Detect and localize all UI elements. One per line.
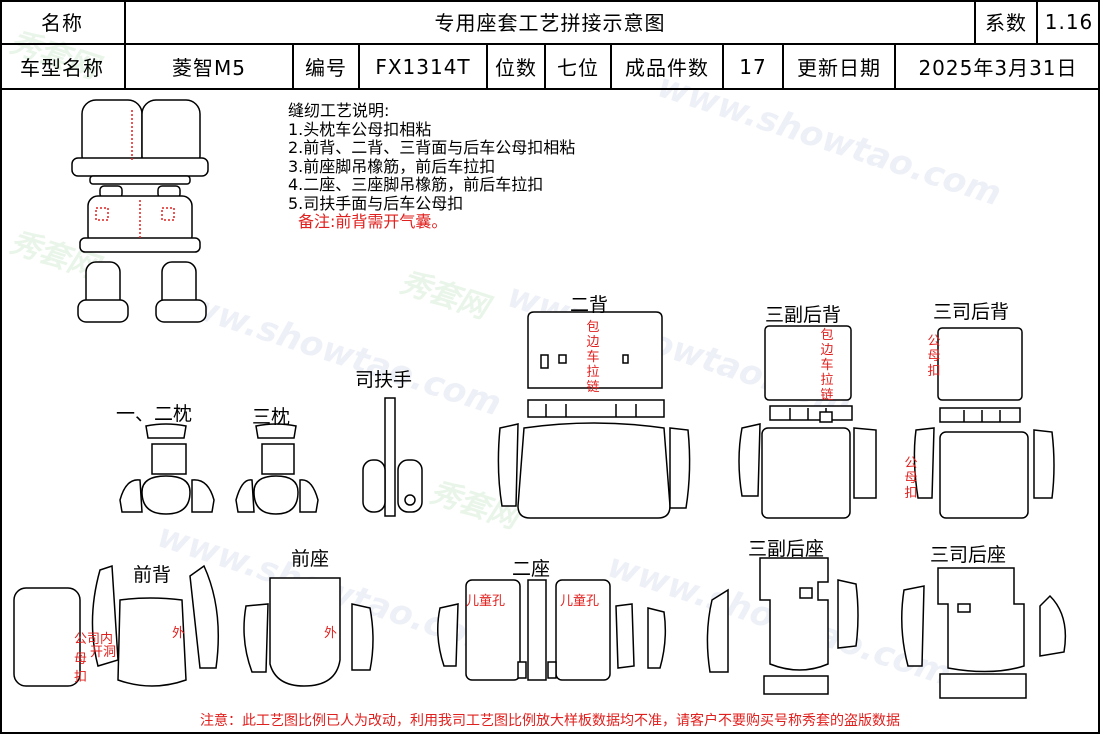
header-name-value: 专用座套工艺拼接示意图 <box>126 0 976 45</box>
label-headrest12: 一、二枕 <box>116 403 193 425</box>
header-factor-label: 系数 <box>976 0 1038 45</box>
header-factor-value: 1.16 <box>1038 0 1100 45</box>
annotation-outer: 外 <box>172 626 186 641</box>
label-back3-passenger: 三副后背 <box>765 304 842 326</box>
notes-item: 4.二座、三座脚吊橡筋，前后车拉扣 <box>288 175 544 194</box>
pattern-seat2 <box>437 579 667 681</box>
notes-item: 5.司扶手面与后车公母扣 <box>288 193 464 213</box>
header-table: 名称 专用座套工艺拼接示意图 系数 1.16 车型名称 菱智M5 编号 FX13… <box>0 0 1100 90</box>
header-code-value: FX1314T <box>360 45 488 90</box>
annotation-outer: 外 <box>324 626 338 641</box>
label-back2: 二背 <box>570 294 609 316</box>
header-date-label: 更新日期 <box>784 45 896 90</box>
header-seats-label: 位数 <box>488 45 546 90</box>
pattern-back3-passenger <box>738 325 877 519</box>
pattern-back3-driver <box>913 327 1055 519</box>
annotation-child-hole: 儿童孔 <box>466 594 506 609</box>
header-date-value: 2025年3月31日 <box>896 45 1100 90</box>
annotation-child-hole: 儿童孔 <box>560 594 600 609</box>
annotation-snap: 公母扣 <box>904 456 918 501</box>
label-seat3-passenger: 三副后座 <box>748 538 825 560</box>
pattern-headrest3 <box>235 423 319 515</box>
pattern-seat3-driver <box>901 567 1067 699</box>
process-notes: 缝纫工艺说明: 1.头枕车公母扣相粘 2.前背、二背、三背面与后车公母扣相粘 3… <box>288 101 576 232</box>
annotation-front-snap: 公司内 <box>74 632 114 647</box>
seat-overview <box>71 99 209 323</box>
annotation-binding-zip: 包边车拉链 <box>586 320 600 395</box>
label-seat2: 二座 <box>512 558 551 580</box>
notes-remark: 备注:前背需开气囊。 <box>298 212 448 231</box>
notes-title: 缝纫工艺说明: <box>288 101 390 120</box>
header-code-label: 编号 <box>294 45 360 90</box>
label-headrest3: 三枕 <box>252 406 291 428</box>
pattern-front-back <box>13 564 220 687</box>
footer-warning: 注意：此工艺图比例已人为改动，利用我司工艺图比例放大样板数据均不准，请客户不要购… <box>200 713 900 729</box>
label-front-seat: 前座 <box>291 548 330 570</box>
label-seat3-driver: 三司后座 <box>930 544 1007 566</box>
header-pieces-label: 成品件数 <box>612 45 724 90</box>
pattern-front-seat <box>243 577 374 687</box>
annotation-snap: 公母扣 <box>927 334 941 379</box>
header-pieces-value: 17 <box>724 45 784 90</box>
notes-item: 1.头枕车公母扣相粘 <box>288 119 432 139</box>
label-armrest: 司扶手 <box>355 369 413 391</box>
annotation-binding-zip: 包边车拉链 <box>820 328 834 403</box>
annotation-front-snap: 扣 <box>74 670 88 685</box>
notes-item: 2.前背、二背、三背面与后车公母扣相粘 <box>288 138 576 157</box>
label-back3-driver: 三司后背 <box>933 301 1010 323</box>
header-seats-value: 七位 <box>546 45 612 90</box>
notes-item: 3.前座脚吊橡筋，前后车拉扣 <box>288 156 496 176</box>
header-name-label: 名称 <box>0 0 126 45</box>
header-model-label: 车型名称 <box>0 45 126 90</box>
annotation-front-snap: 母 <box>74 652 88 667</box>
annotation-front-snap-side: 开洞 <box>90 645 117 660</box>
pattern-armrest <box>362 397 423 517</box>
pattern-headrest12 <box>119 423 215 515</box>
pattern-back2 <box>497 311 691 519</box>
pattern-seat3-passenger <box>706 557 859 695</box>
header-model-value: 菱智M5 <box>126 45 294 90</box>
label-front-back: 前背 <box>133 564 172 586</box>
